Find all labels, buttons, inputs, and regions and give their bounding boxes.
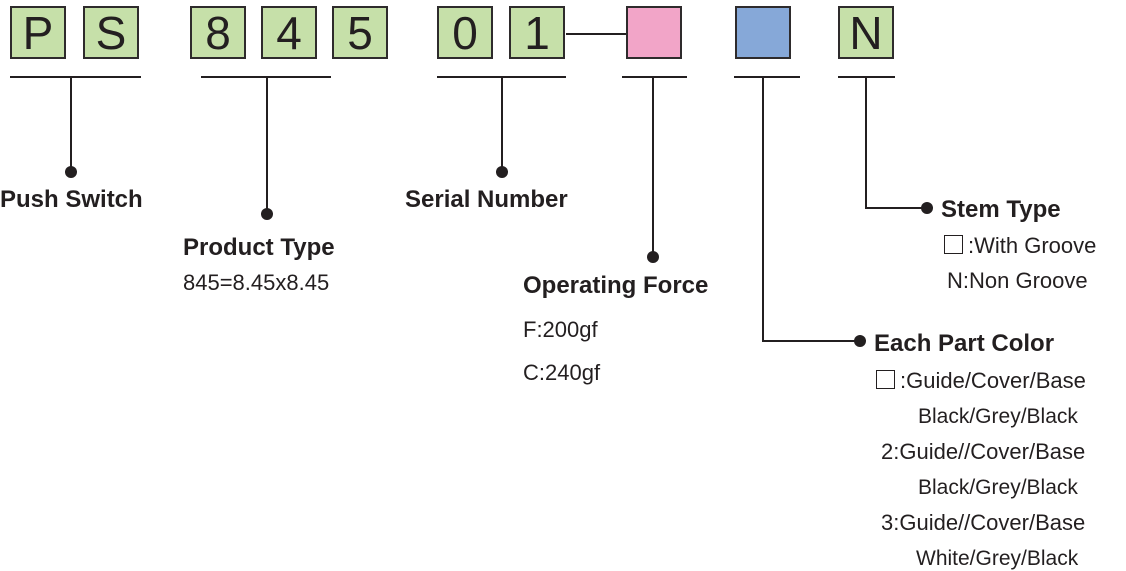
leader-part-color bbox=[762, 77, 860, 342]
code-box-s: S bbox=[83, 6, 139, 59]
label-operating-force-f: F:200gf bbox=[523, 317, 598, 342]
label-part-color-blank: :Guide/Cover/Base bbox=[876, 368, 1086, 394]
label-product-type-title: Product Type bbox=[183, 234, 335, 261]
label-serial-number: Serial Number bbox=[405, 186, 568, 213]
code-box-5: 5 bbox=[332, 6, 388, 59]
dot-serial-number bbox=[496, 166, 508, 178]
label-stem-type-n: N:Non Groove bbox=[947, 268, 1088, 293]
code-box-1: 1 bbox=[509, 6, 565, 59]
label-part-color-3-colors: White/Grey/Black bbox=[916, 547, 1079, 570]
code-box-0: 0 bbox=[437, 6, 493, 59]
code-box-p: P bbox=[10, 6, 66, 59]
blank-square-icon bbox=[944, 235, 963, 254]
dot-part-color bbox=[854, 335, 866, 347]
dot-operating-force bbox=[647, 251, 659, 263]
label-stem-type-title: Stem Type bbox=[941, 196, 1061, 223]
code-box-n: N bbox=[838, 6, 894, 59]
dot-push-switch bbox=[65, 166, 77, 178]
code-box-8: 8 bbox=[190, 6, 246, 59]
dot-stem-type bbox=[921, 202, 933, 214]
code-box-part-color bbox=[735, 6, 791, 59]
code-box-4: 4 bbox=[261, 6, 317, 59]
label-push-switch: Push Switch bbox=[0, 186, 143, 213]
dot-product-type bbox=[261, 208, 273, 220]
label-stem-type-blank: :With Groove bbox=[944, 233, 1096, 259]
code-box-operating-force bbox=[626, 6, 682, 59]
label-product-type-desc: 845=8.45x8.45 bbox=[183, 270, 330, 295]
label-part-color-3: 3:Guide//Cover/Base bbox=[881, 510, 1086, 535]
leader-stem-type bbox=[865, 77, 927, 209]
label-part-color-blank-colors: Black/Grey/Black bbox=[918, 405, 1078, 428]
label-operating-force-title: Operating Force bbox=[523, 272, 709, 299]
label-part-color-title: Each Part Color bbox=[874, 330, 1055, 357]
label-operating-force-c: C:240gf bbox=[523, 360, 601, 385]
label-part-color-2-colors: Black/Grey/Black bbox=[918, 476, 1078, 499]
blank-square-icon bbox=[876, 370, 895, 389]
label-part-color-2: 2:Guide//Cover/Base bbox=[881, 439, 1086, 464]
